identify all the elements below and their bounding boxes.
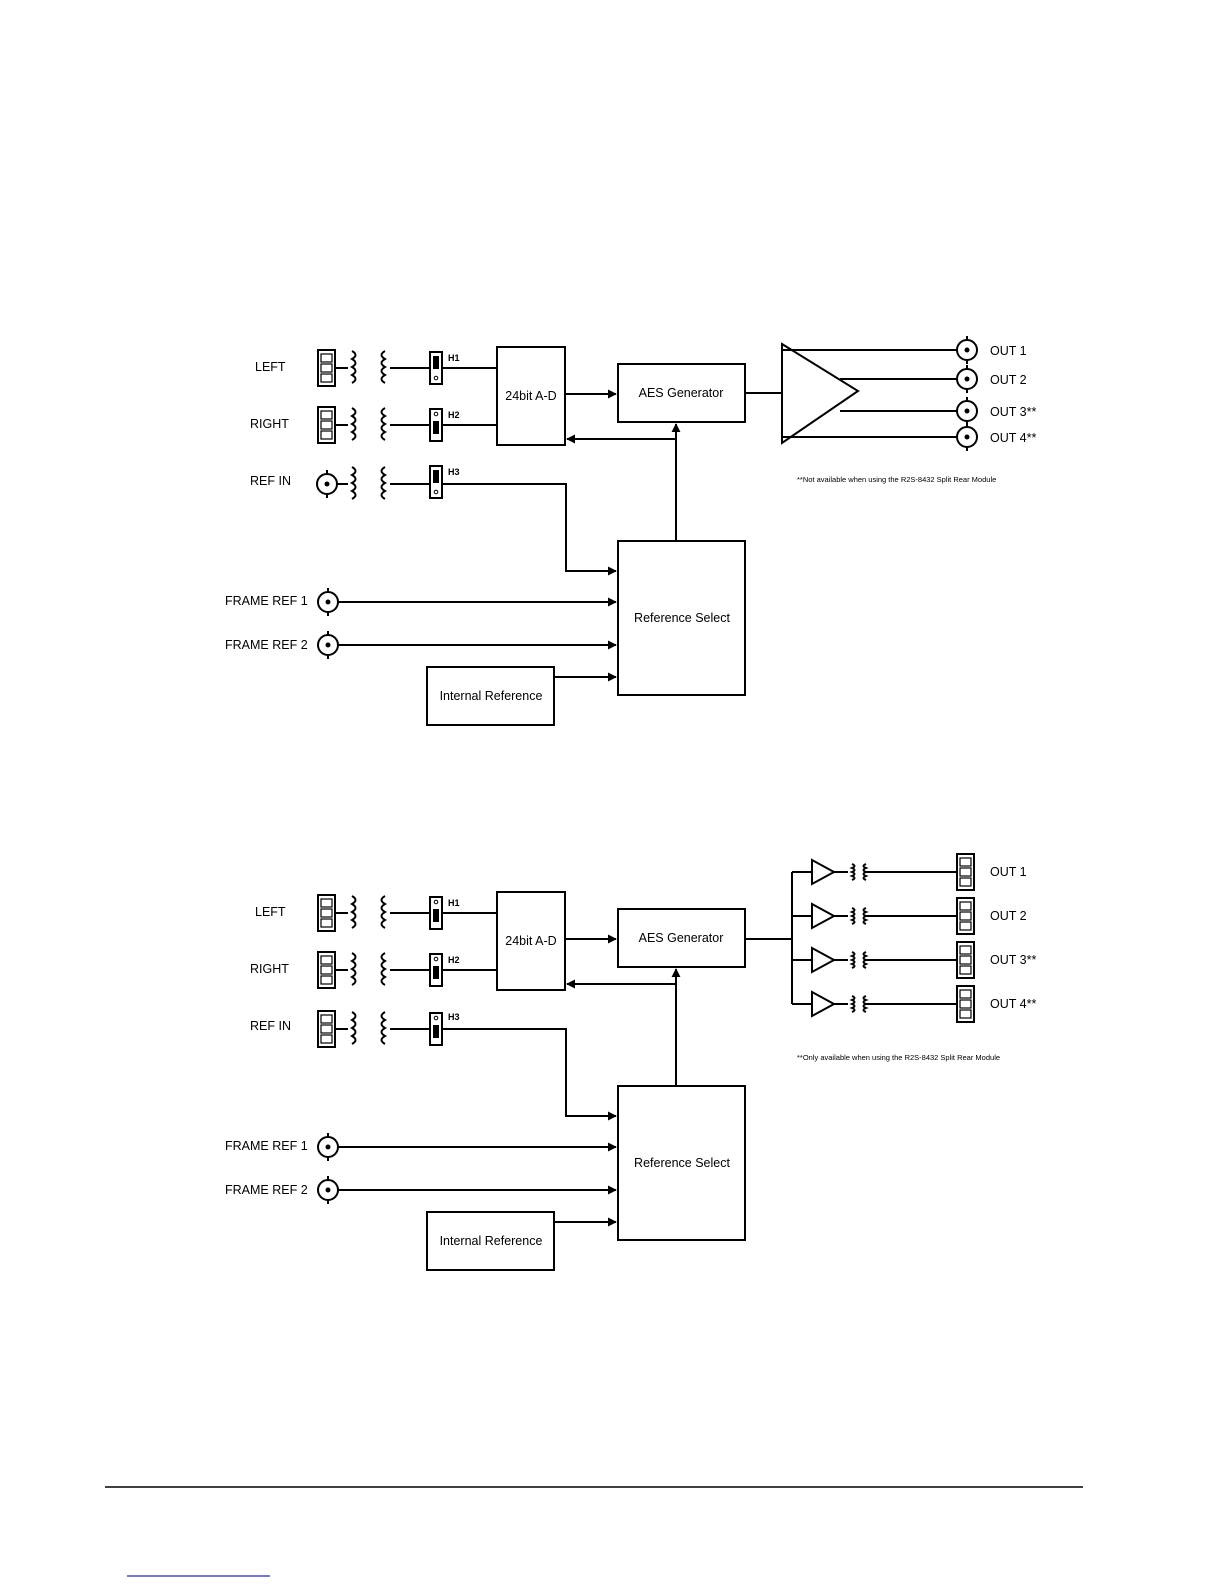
output-label-1: OUT 1 — [990, 865, 1027, 879]
terminal-connector-icon — [317, 1010, 336, 1048]
transformer-icon — [849, 995, 856, 1013]
transformer-icon — [849, 863, 856, 881]
adc-block — [496, 346, 566, 446]
transformer-icon — [335, 952, 432, 986]
bnc-connector-icon — [956, 397, 978, 425]
terminal-connector-icon — [956, 985, 975, 1023]
transformer-icon — [335, 895, 432, 929]
bnc-connector-icon — [956, 365, 978, 393]
label-left: LEFT — [255, 905, 286, 919]
output-driver-2 — [792, 897, 975, 935]
bnc-connector-icon — [317, 1176, 339, 1204]
aes-generator-label: AES Generator — [639, 931, 724, 945]
transformer-icon — [849, 907, 856, 925]
transformer-icon — [335, 1011, 432, 1045]
transformer-icon — [337, 466, 432, 500]
buffer-amplifier-icon — [811, 858, 837, 886]
label-ref-in: REF IN — [250, 474, 291, 488]
output-label-4: OUT 4** — [990, 997, 1036, 1011]
label-frame-ref-2: FRAME REF 2 — [225, 1183, 308, 1197]
bnc-connector-icon — [316, 470, 338, 498]
adc-block — [496, 891, 566, 991]
availability-note: **Not available when using the R2S-8432 … — [797, 475, 996, 484]
output-driver-3 — [792, 941, 975, 979]
jumper-h3-icon — [429, 1012, 443, 1046]
availability-note: **Only available when using the R2S-8432… — [797, 1053, 1000, 1062]
bnc-connector-icon — [956, 423, 978, 451]
terminal-connector-icon — [956, 853, 975, 891]
output-label-4: OUT 4** — [990, 431, 1036, 445]
diagram-terminal-outputs: LEFT RIGHT REF IN FRAME REF 1 FRAME REF … — [225, 853, 1036, 1271]
jumper-h2-label: H2 — [448, 410, 460, 420]
label-frame-ref-1: FRAME REF 1 — [225, 1139, 308, 1153]
terminal-connector-icon — [317, 894, 336, 932]
aes-generator-block — [617, 908, 746, 968]
reference-select-block — [617, 1085, 746, 1241]
reference-select-label: Reference Select — [634, 611, 730, 625]
label-right: RIGHT — [250, 417, 289, 431]
label-frame-ref-1: FRAME REF 1 — [225, 594, 308, 608]
terminal-connector-icon — [317, 349, 336, 387]
terminal-connector-icon — [956, 897, 975, 935]
jumper-h3-icon — [429, 465, 443, 499]
terminal-connector-icon — [317, 951, 336, 989]
aes-generator-block — [617, 363, 746, 423]
reference-select-label: Reference Select — [634, 1156, 730, 1170]
jumper-h2-icon — [429, 408, 443, 442]
jumper-h2-icon — [429, 953, 443, 987]
bnc-connector-icon — [317, 588, 339, 616]
output-label-1: OUT 1 — [990, 344, 1027, 358]
internal-reference-block — [426, 1211, 555, 1271]
transformer-icon — [335, 350, 432, 384]
buffer-amplifier-icon — [811, 902, 837, 930]
adc-label: 24bit A-D — [505, 934, 556, 948]
internal-reference-block — [426, 666, 555, 726]
output-bnc-connectors — [956, 336, 978, 451]
bnc-connector-icon — [317, 631, 339, 659]
internal-reference-label: Internal Reference — [440, 1234, 543, 1248]
adc-label: 24bit A-D — [505, 389, 556, 403]
output-label-2: OUT 2 — [990, 373, 1027, 387]
output-label-3: OUT 3** — [990, 405, 1036, 419]
aes-generator-label: AES Generator — [639, 386, 724, 400]
jumper-h3-label: H3 — [448, 467, 460, 477]
jumper-h1-label: H1 — [448, 898, 460, 908]
jumper-h3-label: H3 — [448, 1012, 460, 1022]
terminal-connector-icon — [317, 406, 336, 444]
jumper-h2-label: H2 — [448, 955, 460, 965]
buffer-amplifier-icon — [811, 946, 837, 974]
output-amplifier-icon — [781, 342, 860, 445]
transformer-icon — [849, 951, 856, 969]
reference-select-block — [617, 540, 746, 696]
bnc-connector-icon — [317, 1133, 339, 1161]
output-driver-4 — [792, 985, 975, 1023]
output-label-3: OUT 3** — [990, 953, 1036, 967]
label-left: LEFT — [255, 360, 286, 374]
bnc-connector-icon — [956, 336, 978, 364]
output-driver-1 — [792, 853, 975, 891]
jumper-h1-label: H1 — [448, 353, 460, 363]
label-right: RIGHT — [250, 962, 289, 976]
jumper-h1-icon — [429, 896, 443, 930]
terminal-connector-icon — [956, 941, 975, 979]
diagram-bnc-outputs: LEFT RIGHT REF IN FRAME REF 1 FRAME REF … — [225, 336, 1036, 726]
output-label-2: OUT 2 — [990, 909, 1027, 923]
label-ref-in: REF IN — [250, 1019, 291, 1033]
internal-reference-label: Internal Reference — [440, 689, 543, 703]
label-frame-ref-2: FRAME REF 2 — [225, 638, 308, 652]
jumper-h1-icon — [429, 351, 443, 385]
transformer-icon — [335, 407, 432, 441]
buffer-amplifier-icon — [811, 990, 837, 1018]
